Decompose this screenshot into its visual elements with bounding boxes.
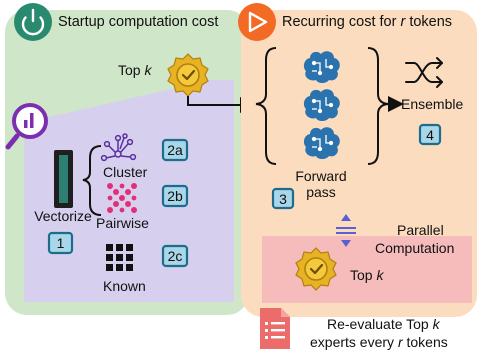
vectorize-icon [54, 150, 73, 208]
svg-text:1: 1 [57, 235, 65, 251]
svg-text:2a: 2a [167, 142, 183, 158]
vectorize-brace [82, 145, 102, 216]
vectorize-label: Vectorize [34, 208, 92, 224]
known-label: Known [103, 278, 146, 294]
brain-icon-3 [303, 127, 340, 159]
recurring-topk-label: Top k [350, 267, 384, 283]
ensemble-badge: 4 [418, 123, 442, 146]
medal-icon [167, 53, 209, 97]
forward-label-line1: Forward [295, 168, 346, 184]
brain-icon-1 [303, 51, 340, 83]
reevaluate-line2: experts every r tokens [310, 334, 448, 350]
svg-text:3: 3 [279, 191, 287, 207]
medal-icon-recurring [295, 247, 337, 291]
svg-text:2b: 2b [167, 188, 183, 204]
topk-to-forward-arrow [187, 96, 256, 113]
cluster-label: Cluster [103, 164, 148, 180]
recurring-title: Recurring cost for r tokens [282, 14, 452, 30]
shuffle-icon [405, 57, 443, 88]
magnifier-icon [5, 103, 48, 150]
startup-topk-label: Top k [118, 62, 152, 78]
brain-icon-2 [303, 89, 340, 121]
parallel-label-line2: Computation [375, 240, 454, 256]
parallel-label-line1: Parallel [397, 222, 444, 238]
vectorize-badge: 1 [47, 231, 74, 255]
parallel-icon [336, 214, 356, 247]
document-icon [260, 308, 290, 349]
ensemble-label: Ensemble [401, 96, 463, 112]
cluster-icon [100, 133, 137, 162]
play-icon [238, 3, 276, 41]
pairwise-label: Pairwise [96, 215, 149, 231]
parallel-band [262, 236, 472, 303]
power-icon [14, 3, 52, 41]
startup-title: Startup computation cost [58, 14, 218, 30]
cluster-badge: 2a [161, 138, 189, 162]
svg-text:2c: 2c [168, 248, 183, 264]
pairwise-icon [107, 183, 137, 213]
known-badge: 2c [161, 244, 189, 268]
svg-text:4: 4 [426, 127, 434, 143]
reevaluate-line1: Re-evaluate Top k [327, 316, 441, 332]
forward-badge: 3 [271, 187, 295, 210]
known-icon [106, 244, 133, 271]
forward-label-line2: pass [306, 184, 336, 200]
forward-left-brace [255, 47, 277, 165]
pairwise-badge: 2b [161, 184, 189, 208]
